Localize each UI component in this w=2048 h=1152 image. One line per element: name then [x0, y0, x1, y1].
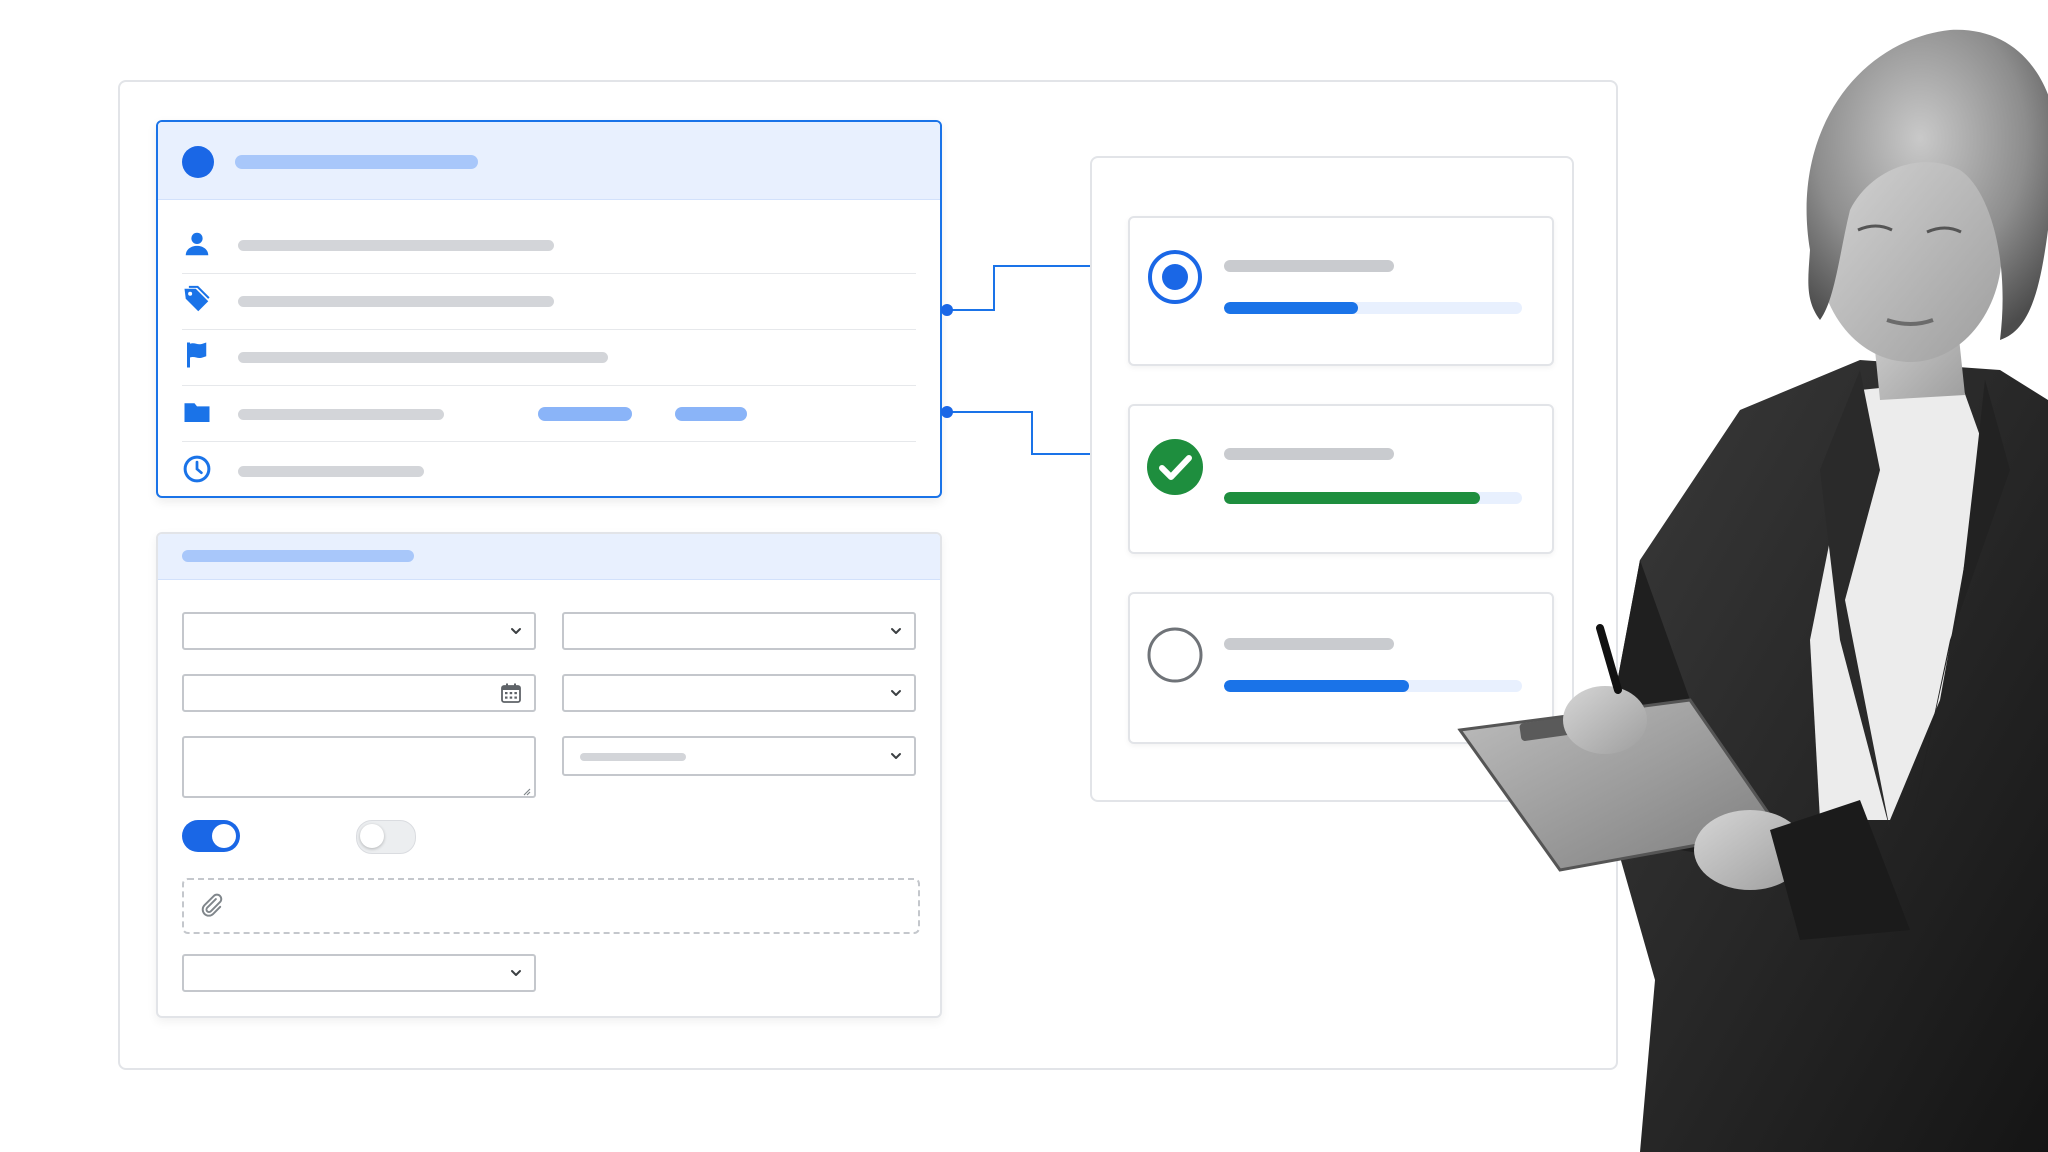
tag-icon [182, 285, 212, 315]
status-panel [1090, 156, 1574, 802]
project-value-placeholder [238, 409, 444, 420]
priority-value-placeholder [238, 352, 608, 363]
select-field[interactable] [182, 954, 536, 992]
project-chip[interactable] [675, 407, 747, 421]
toggle-knob [212, 824, 236, 848]
chevron-down-icon [888, 748, 904, 764]
resize-handle-icon[interactable] [521, 783, 531, 796]
progress-fill [1224, 302, 1359, 314]
progress-fill [1224, 680, 1409, 692]
row-divider [182, 329, 916, 330]
tags-value-placeholder [238, 296, 554, 307]
attachment-dropzone[interactable] [182, 878, 920, 934]
progress-bar [1224, 680, 1522, 692]
row-divider [182, 441, 916, 442]
date-field[interactable] [182, 674, 536, 712]
toggle-switch-off[interactable] [356, 820, 416, 854]
progress-bar [1224, 302, 1522, 314]
radio-selected-icon[interactable] [1146, 248, 1204, 306]
person-icon [182, 229, 212, 259]
chevron-down-icon [888, 685, 904, 701]
person-with-clipboard-photo [1457, 29, 2048, 1152]
owner-value-placeholder [238, 240, 554, 251]
chevron-down-icon [508, 623, 524, 639]
notes-textarea[interactable] [182, 736, 536, 798]
radio-empty-icon[interactable] [1146, 626, 1204, 684]
form-header [158, 534, 940, 580]
record-detail-header [158, 122, 940, 200]
project-chip[interactable] [538, 407, 632, 421]
toggle-knob [360, 824, 384, 848]
flag-icon [182, 340, 212, 370]
due-date-value-placeholder [238, 466, 424, 477]
status-item[interactable] [1128, 592, 1554, 744]
select-field[interactable] [562, 736, 916, 776]
select-field[interactable] [562, 674, 916, 712]
row-divider [182, 273, 916, 274]
status-title-placeholder [1224, 638, 1394, 650]
paperclip-icon [198, 892, 224, 918]
select-value-placeholder [580, 753, 686, 761]
folder-icon [182, 397, 212, 427]
record-title-placeholder [235, 155, 478, 169]
status-title-placeholder [1224, 448, 1394, 460]
record-detail-card[interactable] [156, 120, 942, 498]
record-status-dot [182, 146, 214, 178]
row-divider [182, 385, 916, 386]
progress-fill [1224, 492, 1481, 504]
clock-icon [182, 454, 212, 484]
toggle-switch-on[interactable] [182, 820, 240, 852]
select-field[interactable] [182, 612, 536, 650]
form-title-placeholder [182, 550, 414, 562]
status-item[interactable] [1128, 404, 1554, 554]
check-circle-icon [1146, 438, 1204, 496]
chevron-down-icon [888, 623, 904, 639]
status-item[interactable] [1128, 216, 1554, 366]
status-title-placeholder [1224, 260, 1394, 272]
edit-form-card [156, 532, 942, 1018]
calendar-icon[interactable] [500, 682, 522, 704]
chevron-down-icon [508, 965, 524, 981]
select-field[interactable] [562, 612, 916, 650]
progress-bar [1224, 492, 1522, 504]
